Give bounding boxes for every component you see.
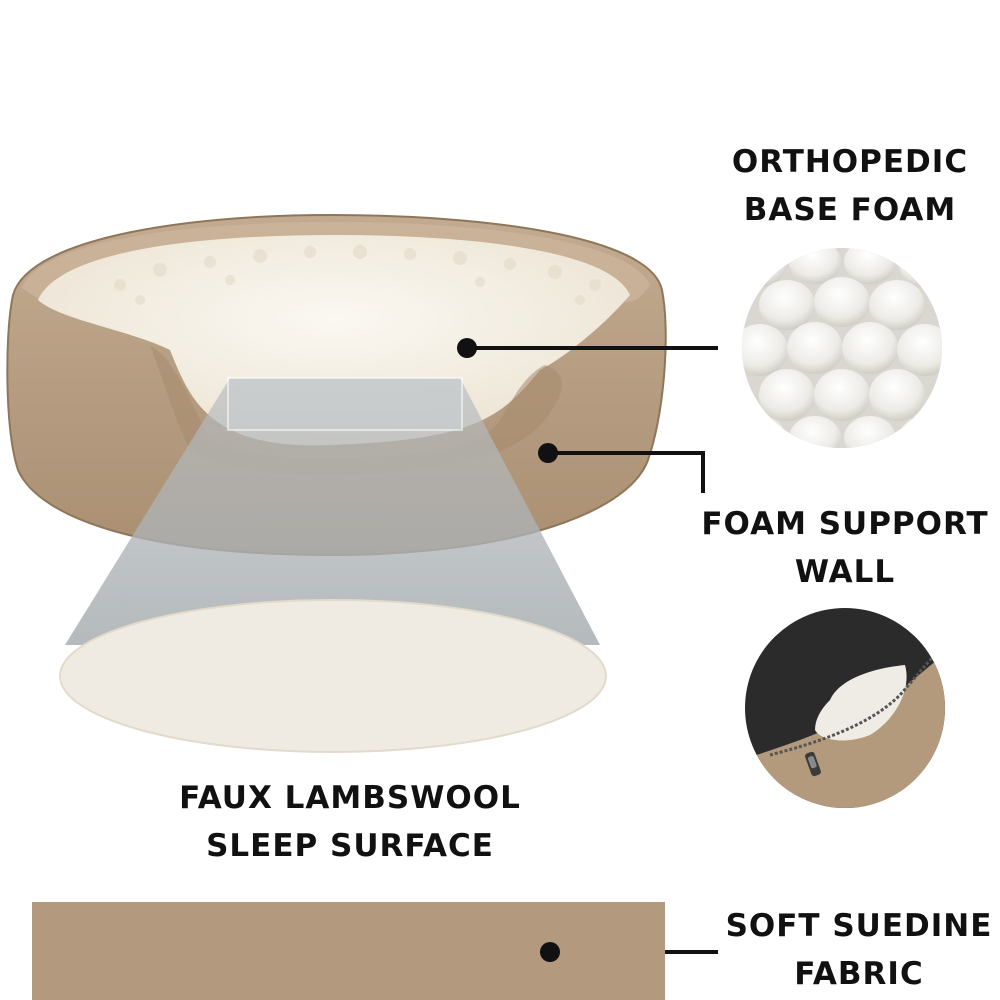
label-faux-lambswool: FAUX LAMBSWOOL SLEEP SURFACE	[150, 774, 550, 870]
label-foam-support-wall: FOAM SUPPORT WALL	[690, 500, 1000, 596]
zipper-pull-icon	[805, 751, 821, 777]
label-line: FAUX LAMBSWOOL	[179, 780, 521, 816]
removable-cover-swatch	[745, 608, 945, 808]
pointer-orthopedic	[457, 338, 718, 358]
overlay-cone	[65, 378, 600, 645]
label-line: ORTHOPEDIC	[731, 144, 969, 180]
label-line: WALL	[794, 554, 896, 590]
label-line: FABRIC	[794, 956, 924, 992]
label-line: SLEEP SURFACE	[206, 828, 494, 864]
pointer-dot-icon	[540, 942, 560, 962]
label-line: BASE FOAM	[743, 192, 957, 228]
cover-foam-insert	[815, 665, 907, 741]
pointer-wall	[538, 443, 705, 493]
bed-rim	[22, 222, 650, 302]
cross-section-overlay	[59, 377, 607, 753]
fleece-texture	[114, 245, 601, 305]
label-soft-suedine-fabric: SOFT SUEDINE FABRIC	[718, 902, 1000, 998]
bed-fleece-lining	[38, 235, 630, 446]
label-line: FOAM SUPPORT	[701, 506, 989, 542]
egg-crate-foam-swatch	[742, 248, 942, 448]
label-orthopedic-base-foam: ORTHOPEDIC BASE FOAM	[700, 138, 1000, 234]
overlay-window	[227, 377, 463, 431]
lambswool-surface-sample	[60, 600, 606, 752]
label-line: SOFT SUEDINE	[725, 908, 993, 944]
zipper-line	[769, 653, 937, 757]
